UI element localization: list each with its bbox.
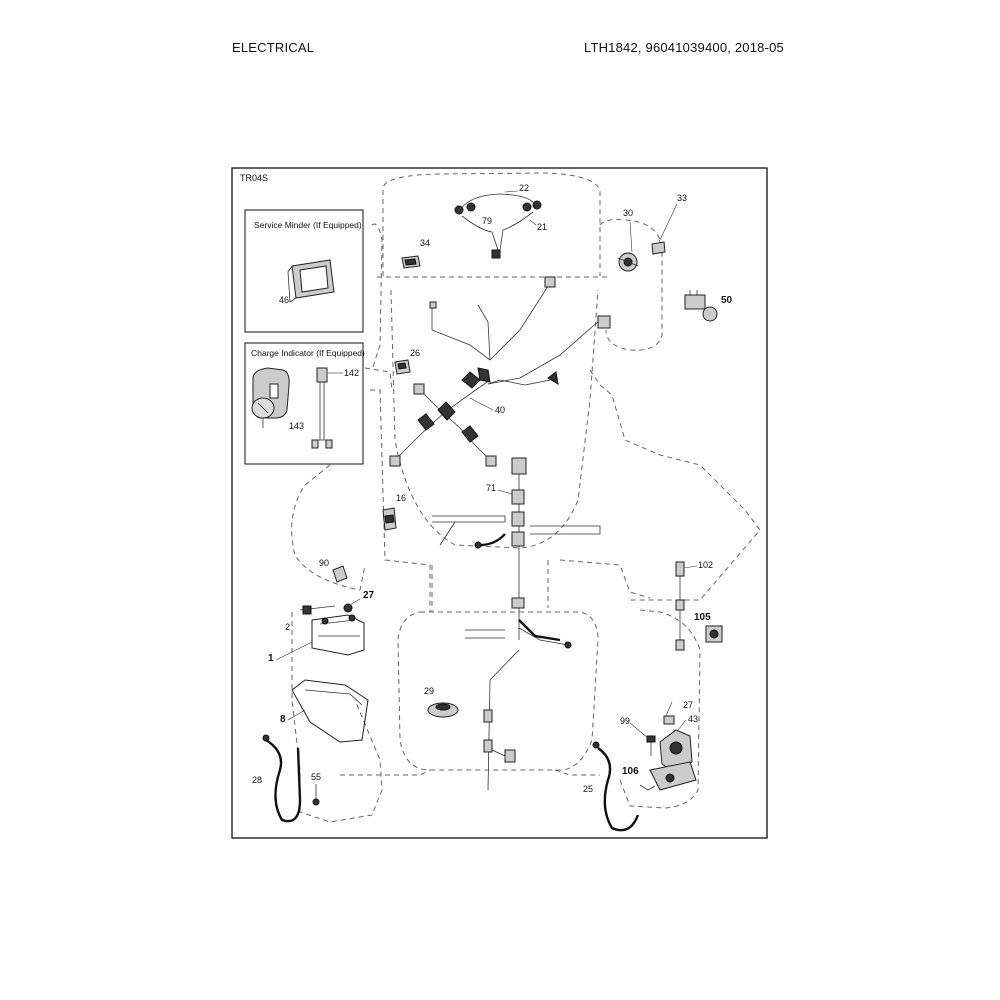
part-16-seat-switch — [382, 507, 397, 531]
charge-indicator-harness — [311, 367, 333, 449]
callout-30: 30 — [623, 208, 633, 218]
callout-106: 106 — [622, 766, 639, 777]
callout-40: 40 — [495, 405, 505, 415]
service-minder-part — [287, 259, 335, 303]
headlight-harness — [454, 193, 542, 259]
callout-90: 90 — [319, 558, 329, 568]
callout-79: 79 — [482, 216, 492, 226]
main-wiring-harness — [389, 276, 611, 467]
callout-21: 21 — [537, 222, 547, 232]
charge-indicator-inset: Charge Indicator (If Equipped) 142 143 — [244, 342, 365, 465]
part-26-relay — [394, 359, 411, 375]
part-29-solenoid — [427, 702, 459, 718]
part-43-starter-solenoid — [659, 729, 693, 773]
part-30-ignition-switch — [617, 252, 639, 272]
service-minder-inset: Service Minder (If Equipped) 46 — [244, 209, 364, 333]
callout-8: 8 — [280, 714, 286, 725]
charge-indicator-title: Charge Indicator (If Equipped) — [251, 348, 365, 358]
chassis-outline — [291, 172, 761, 823]
callout-22: 22 — [519, 183, 529, 193]
model-info: LTH1842, 96041039400, 2018-05 — [583, 40, 784, 55]
service-minder-title: Service Minder (If Equipped) — [254, 220, 362, 230]
part-71-engine-harness — [432, 457, 601, 649]
part-102-fuse-holder — [675, 561, 685, 651]
part-25-battery-cable — [592, 741, 640, 832]
part-90-bracket — [332, 565, 348, 583]
lower-harness — [465, 629, 520, 791]
diagram-frame — [231, 167, 768, 839]
part-27-cover — [343, 603, 353, 613]
callout-34: 34 — [420, 238, 430, 248]
callout-16: 16 — [396, 493, 406, 503]
callout-28: 28 — [252, 775, 262, 785]
part-34-switch — [401, 255, 421, 269]
part-99-bolt — [646, 735, 656, 756]
charge-indicator-gauge — [251, 367, 290, 428]
callout-25: 25 — [583, 784, 593, 794]
callout-2: 2 — [285, 622, 290, 632]
part-28-battery-cable — [262, 734, 302, 823]
callout-102: 102 — [698, 560, 713, 570]
callout-105: 105 — [694, 612, 711, 623]
callout-43: 43 — [688, 714, 698, 724]
part-2-battery-bolt — [299, 605, 336, 615]
section-title: ELECTRICAL — [232, 40, 315, 55]
callout-142: 142 — [344, 368, 359, 378]
part-55-bolt — [312, 784, 320, 806]
part-27-washer — [663, 715, 675, 725]
part-106-bracket — [639, 761, 697, 791]
callout-27b: 27 — [683, 700, 693, 710]
callout-33: 33 — [677, 193, 687, 203]
diagram-code: TR04S — [240, 173, 268, 183]
part-8-battery-tray — [291, 679, 369, 743]
callout-29: 29 — [424, 686, 434, 696]
part-50-pto-switch — [684, 290, 718, 322]
callout-46: 46 — [279, 295, 289, 305]
part-105-switch — [705, 625, 723, 643]
callout-1: 1 — [268, 653, 274, 664]
callout-71: 71 — [486, 483, 496, 493]
callout-55: 55 — [311, 772, 321, 782]
part-1-battery — [311, 614, 365, 656]
part-33-key — [651, 241, 666, 255]
callout-26: 26 — [410, 348, 420, 358]
callout-143: 143 — [289, 421, 304, 431]
callout-99: 99 — [620, 716, 630, 726]
callout-50: 50 — [721, 295, 733, 306]
callout-27a: 27 — [363, 590, 375, 601]
